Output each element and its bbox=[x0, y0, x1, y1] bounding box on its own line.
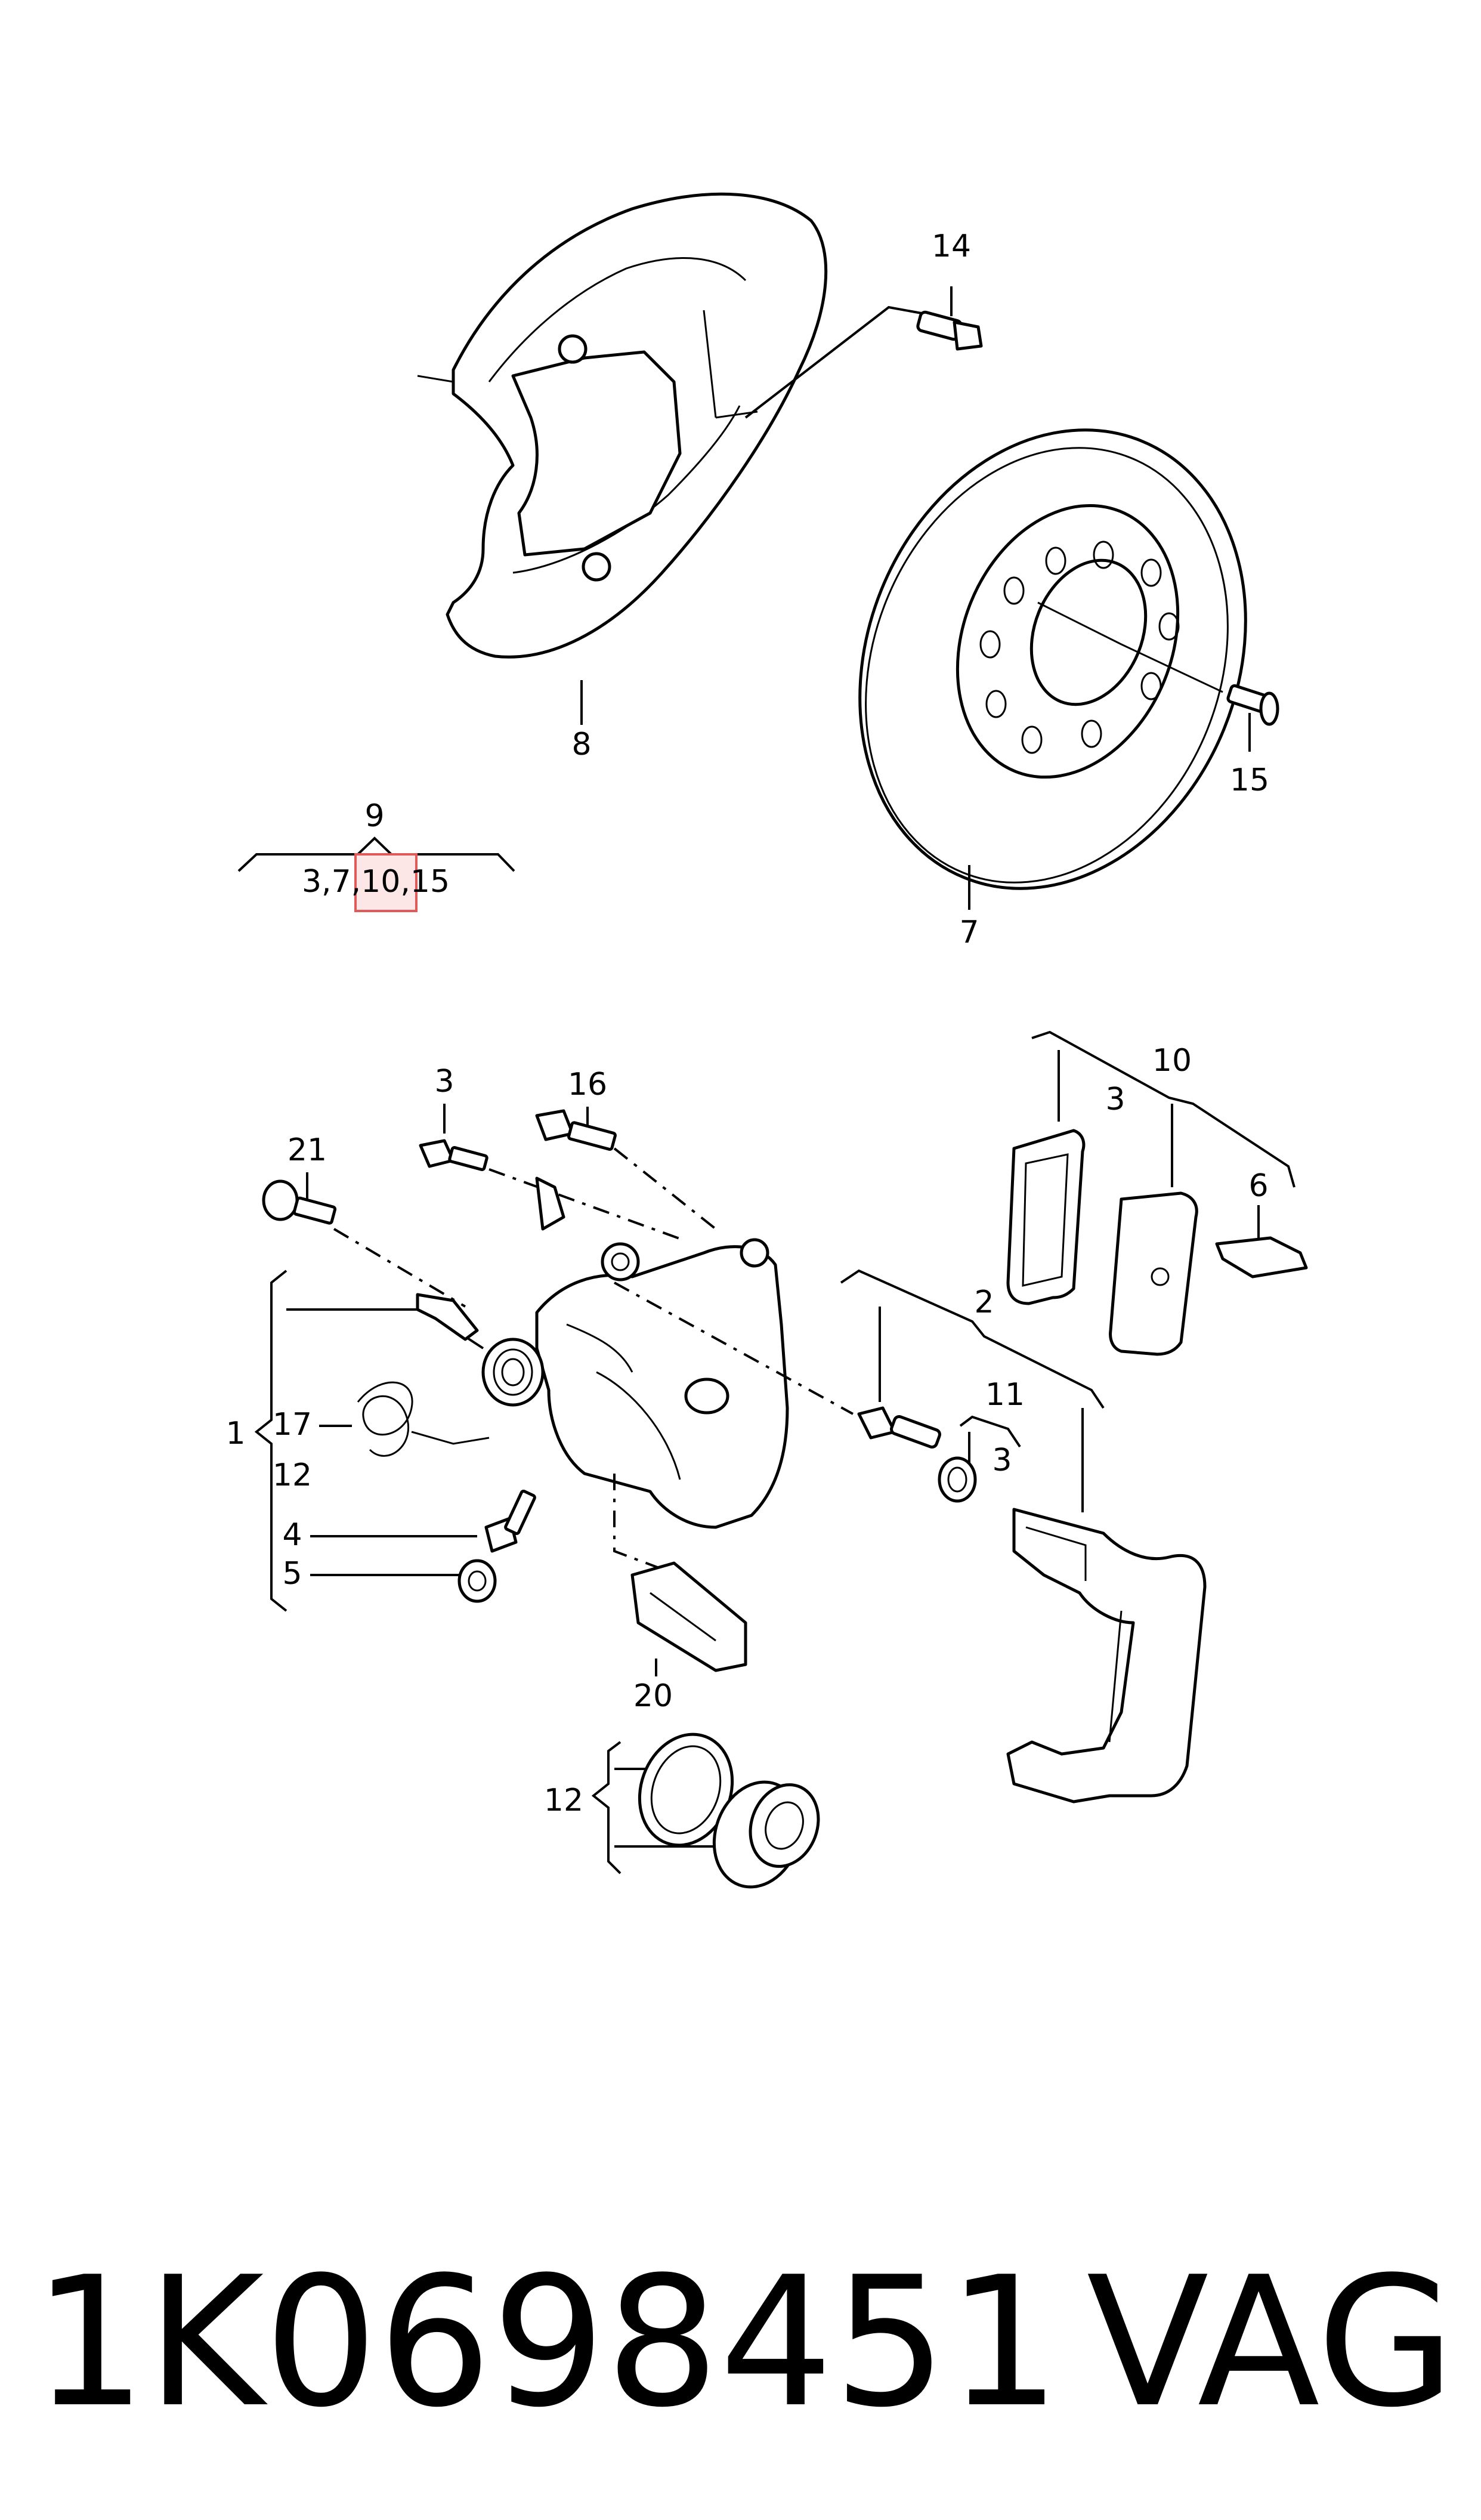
brake-pad-inner-part bbox=[1006, 1129, 1086, 1305]
dust-boot-part bbox=[712, 1780, 820, 1889]
bleed-valve-part bbox=[484, 1490, 536, 1553]
brake-lever-part bbox=[416, 1293, 479, 1341]
bolt-3-part bbox=[419, 1139, 488, 1171]
callout-15-top: 15 bbox=[1230, 762, 1269, 798]
callout-21: 21 bbox=[287, 1132, 327, 1168]
spring-17-part bbox=[357, 1381, 490, 1457]
callout-9-children: 3,7,10,15 bbox=[302, 864, 450, 900]
callout-3-pin: 3 bbox=[992, 1443, 1012, 1478]
callout-3-bolt: 3 bbox=[434, 1064, 454, 1100]
callout-3-pads: 3 bbox=[1105, 1082, 1125, 1117]
callout-1: 1 bbox=[225, 1416, 245, 1452]
callout-5: 5 bbox=[282, 1556, 302, 1592]
callout-12-lower: 12 bbox=[544, 1783, 583, 1818]
brand-name: VAG bbox=[1087, 2238, 1455, 2447]
bolt-14-part bbox=[916, 310, 983, 351]
callout-16: 16 bbox=[568, 1067, 607, 1102]
guide-pin-part bbox=[857, 1406, 941, 1449]
callout-2: 2 bbox=[974, 1284, 994, 1320]
highlight-box bbox=[354, 853, 418, 912]
dust-cap-part bbox=[457, 1559, 497, 1603]
bolt-16-part bbox=[535, 1109, 617, 1151]
screw-15-part bbox=[1226, 684, 1279, 726]
pin-boot-part bbox=[938, 1456, 977, 1503]
part-number: 1K0698451 bbox=[33, 2238, 1061, 2447]
callout-9: 9 bbox=[364, 798, 384, 834]
callout-8: 8 bbox=[571, 727, 591, 762]
callout-4: 4 bbox=[282, 1517, 302, 1553]
callout-20: 20 bbox=[633, 1678, 673, 1714]
callout-17: 17 bbox=[273, 1407, 312, 1443]
callout-14: 14 bbox=[932, 228, 971, 264]
piston-seal-part bbox=[481, 1338, 545, 1407]
brake-disc-part bbox=[858, 428, 1247, 890]
callout-11: 11 bbox=[985, 1377, 1025, 1413]
carrier-bracket-part bbox=[1006, 1508, 1207, 1803]
disc-bolt-holes bbox=[979, 541, 1180, 754]
callout-6: 6 bbox=[1248, 1168, 1268, 1204]
spring-clip-6-part bbox=[1215, 1236, 1308, 1278]
backing-plate-part bbox=[417, 192, 828, 659]
brake-pad-outer-part bbox=[1109, 1191, 1198, 1356]
callout-7: 7 bbox=[959, 915, 979, 950]
caliper-housing-part bbox=[535, 1176, 789, 1529]
callout-12-group: 12 bbox=[273, 1457, 312, 1493]
bolt-21-part bbox=[262, 1179, 337, 1225]
anti-rattle-spring-part bbox=[630, 1561, 747, 1672]
callout-10: 10 bbox=[1152, 1043, 1192, 1079]
